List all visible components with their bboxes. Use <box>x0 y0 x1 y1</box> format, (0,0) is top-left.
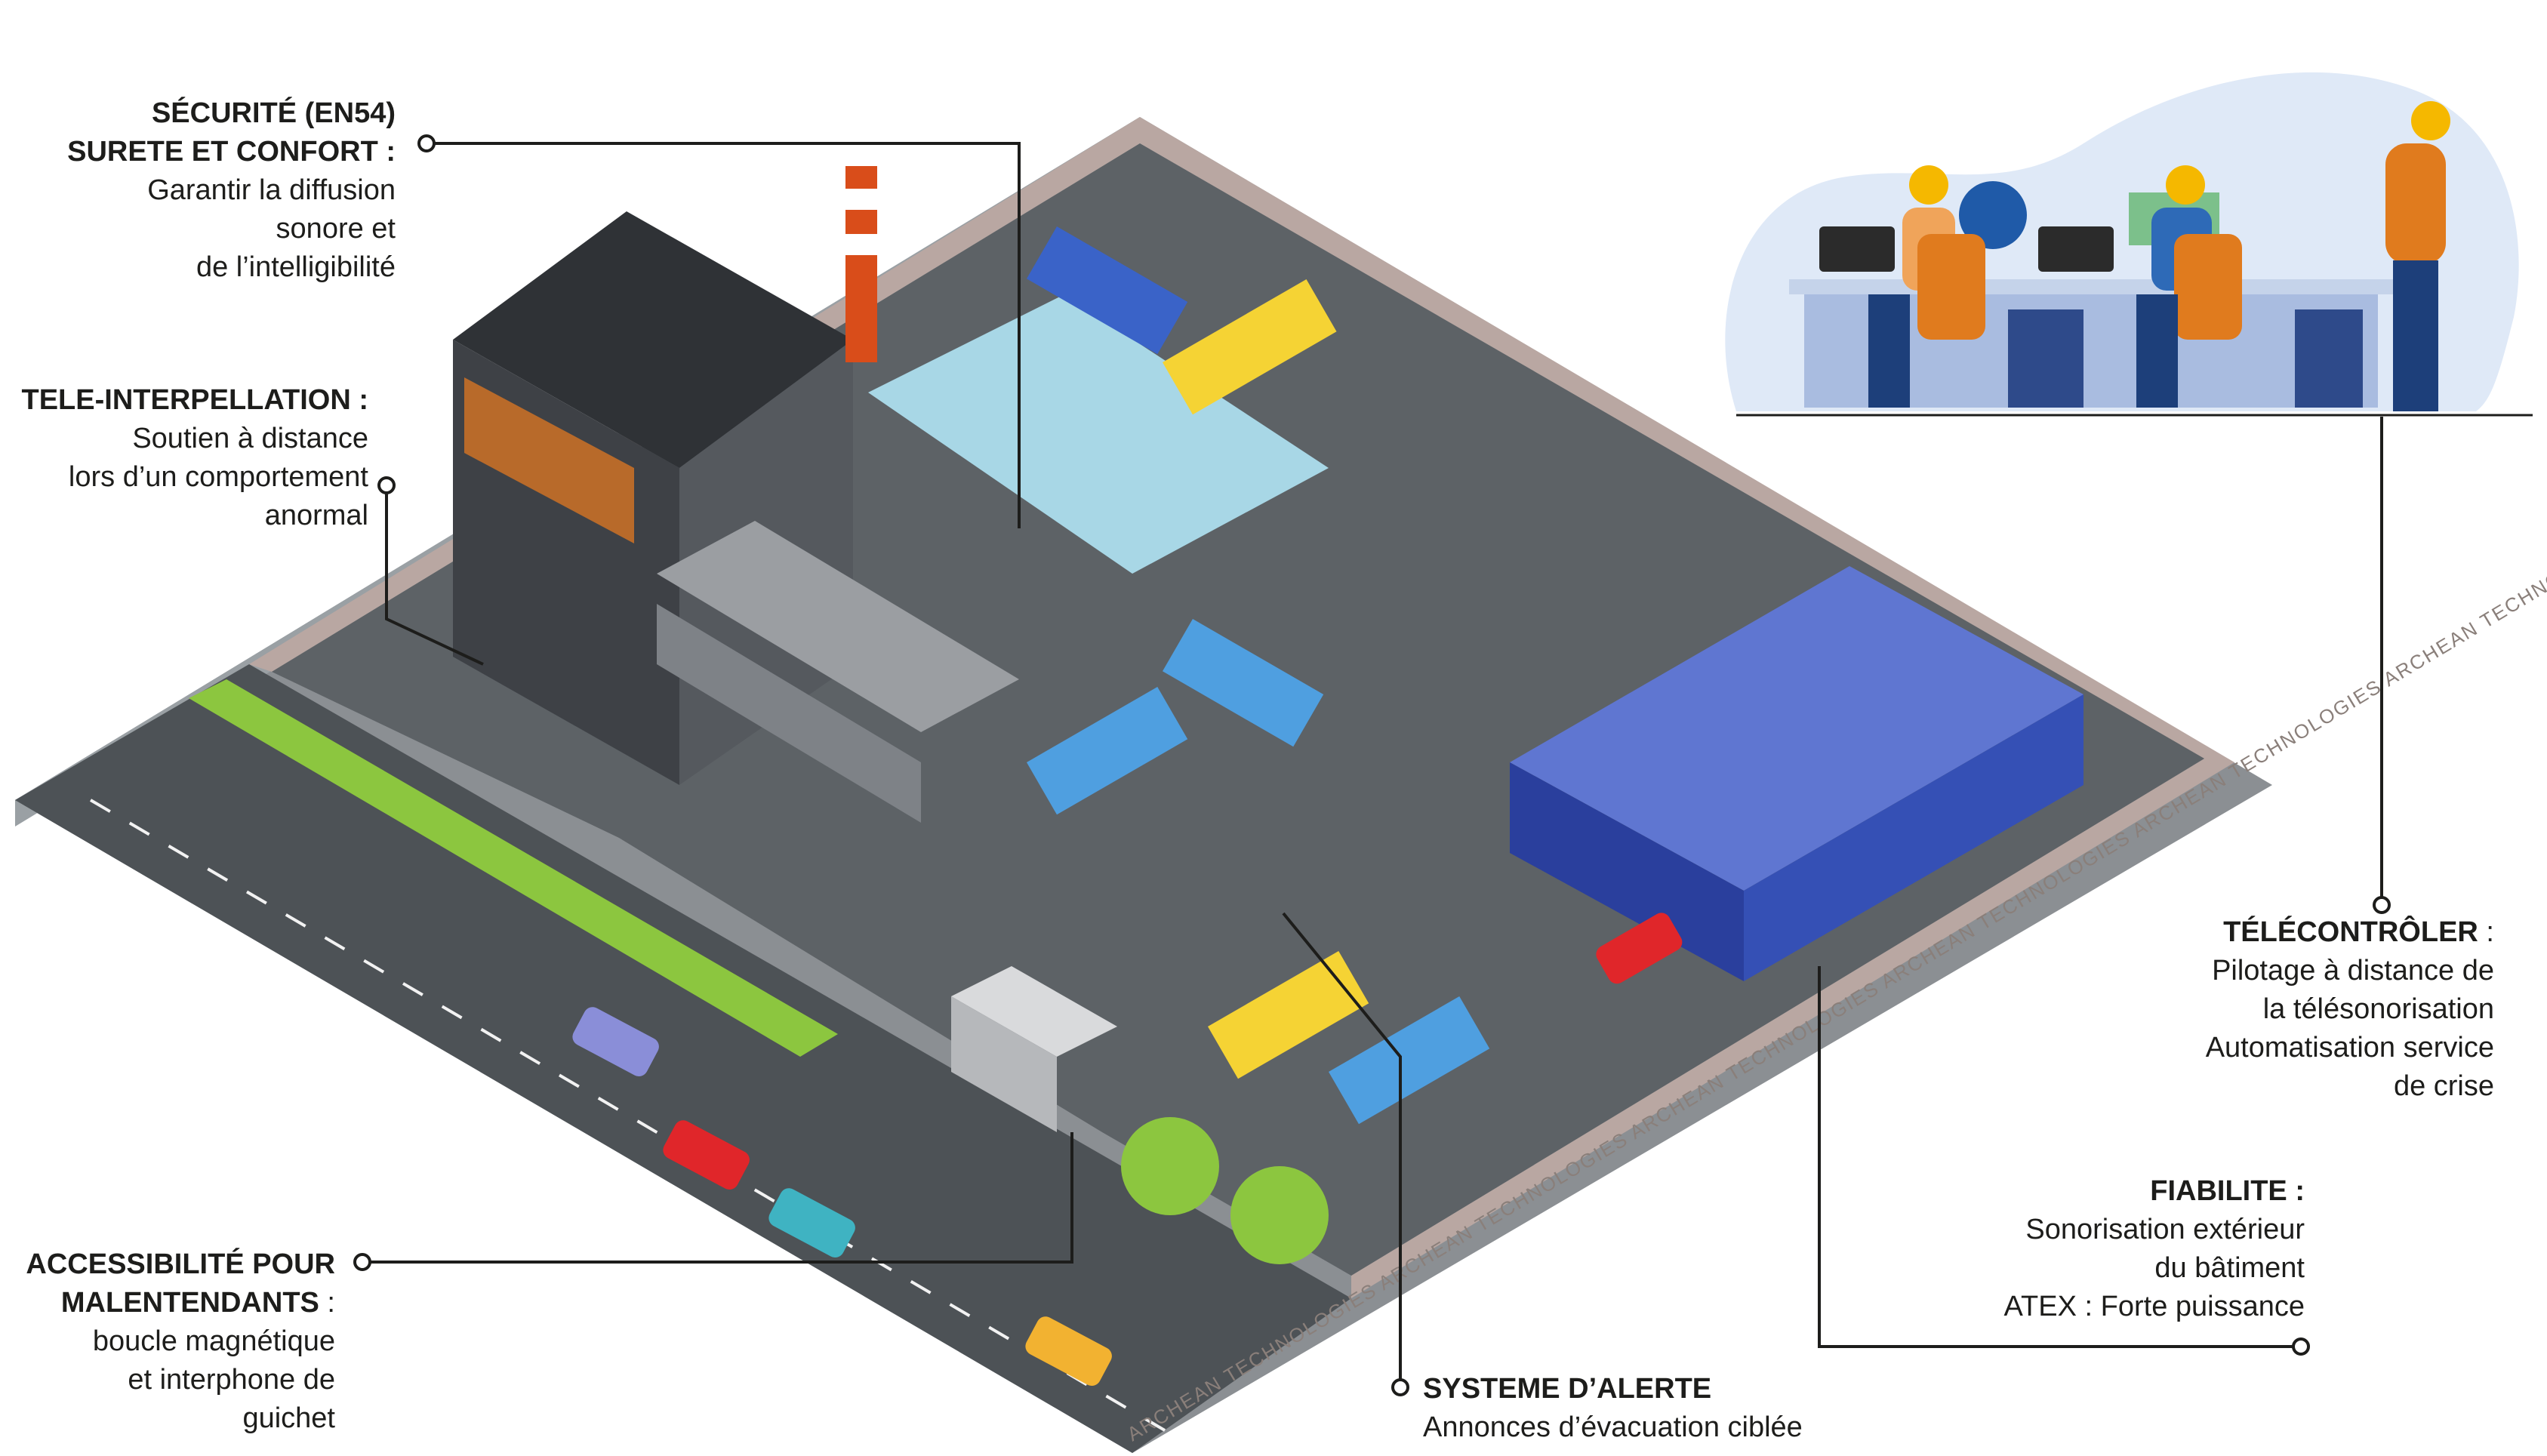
callout-text: sonore et <box>276 213 396 245</box>
callout-text: Annonces d’évacuation ciblée <box>1423 1411 1803 1443</box>
truck <box>1163 279 1337 415</box>
callout-text: de l’intelligibilité <box>196 251 396 283</box>
tree <box>1230 1166 1329 1264</box>
callout-telecontroler: TÉLÉCONTRÔLER : Pilotage à distance de l… <box>2206 913 2494 1106</box>
callout-title: SÉCURITÉ (EN54) <box>151 97 396 129</box>
monitor-icon <box>2038 226 2114 272</box>
callout-text: boucle magnétique <box>92 1325 335 1357</box>
car <box>572 1007 659 1076</box>
truck <box>1163 619 1324 747</box>
callout-fiabilite: FIABILITE : Sonorisation extérieur du bâ… <box>2004 1172 2305 1326</box>
callout-text: la télésonorisation <box>2262 993 2494 1025</box>
callout-text: guichet <box>242 1402 335 1434</box>
warehouse-building <box>1510 566 2083 891</box>
callout-title: FIABILITE : <box>2150 1175 2305 1207</box>
car <box>1596 913 1683 984</box>
callout-title-suffix: : <box>319 1287 335 1319</box>
callout-title: ACCESSIBILITÉ POUR <box>26 1248 335 1280</box>
callout-text: ATEX : Forte puissance <box>2003 1291 2305 1322</box>
hardhat-icon <box>1909 165 1948 205</box>
callout-text: Sonorisation extérieur <box>2025 1214 2305 1245</box>
car <box>1025 1316 1112 1386</box>
truck <box>1027 226 1188 355</box>
road <box>15 664 1351 1453</box>
control-room-scene <box>1725 72 2533 417</box>
callout-securite: SÉCURITÉ (EN54) SURETE ET CONFORT : Gara… <box>67 94 396 287</box>
tree <box>1121 1117 1219 1215</box>
callout-lines <box>353 134 2391 1396</box>
callout-text: de crise <box>2393 1070 2494 1102</box>
callout-text: Pilotage à distance de <box>2212 955 2494 987</box>
hardhat-icon <box>2411 101 2450 140</box>
callout-text: Garantir la diffusion <box>147 174 396 206</box>
lawn-strip <box>189 679 838 1057</box>
hardhat-icon <box>2166 165 2205 205</box>
truck <box>1027 686 1188 815</box>
storage-hall <box>868 294 1329 574</box>
callout-title: SYSTEME D’ALERTE <box>1423 1373 1712 1405</box>
car <box>663 1120 750 1190</box>
callout-tele-interpellation: TELE-INTERPELLATION : Soutien à distance… <box>22 381 369 535</box>
guard-kiosk <box>951 966 1117 1057</box>
callout-text: lors d’un comportement <box>68 461 368 493</box>
truck <box>1208 951 1369 1079</box>
callout-title: TELE-INTERPELLATION : <box>21 384 369 416</box>
callout-text: du bâtiment <box>2154 1252 2305 1284</box>
callout-title: SURETE ET CONFORT : <box>67 136 396 168</box>
callout-systeme-alerte: SYSTEME D’ALERTE Annonces d’évacuation c… <box>1423 1370 1803 1447</box>
car <box>768 1188 855 1257</box>
callout-text: et interphone de <box>128 1364 335 1396</box>
radar-screen-icon <box>1959 181 2027 249</box>
monitor-icon <box>1819 226 1895 272</box>
callout-title: TÉLÉCONTRÔLER <box>2223 916 2478 948</box>
callout-text: Soutien à distance <box>132 423 368 454</box>
callout-title-suffix: : <box>2478 916 2494 948</box>
truck <box>1329 996 1490 1125</box>
callout-title: MALENTENDANTS <box>60 1287 319 1319</box>
callout-text: Automatisation service <box>2205 1032 2494 1064</box>
callout-accessibilite: ACCESSIBILITÉ POUR MALENTENDANTS : boucl… <box>26 1245 335 1438</box>
callout-text: anormal <box>264 500 368 531</box>
